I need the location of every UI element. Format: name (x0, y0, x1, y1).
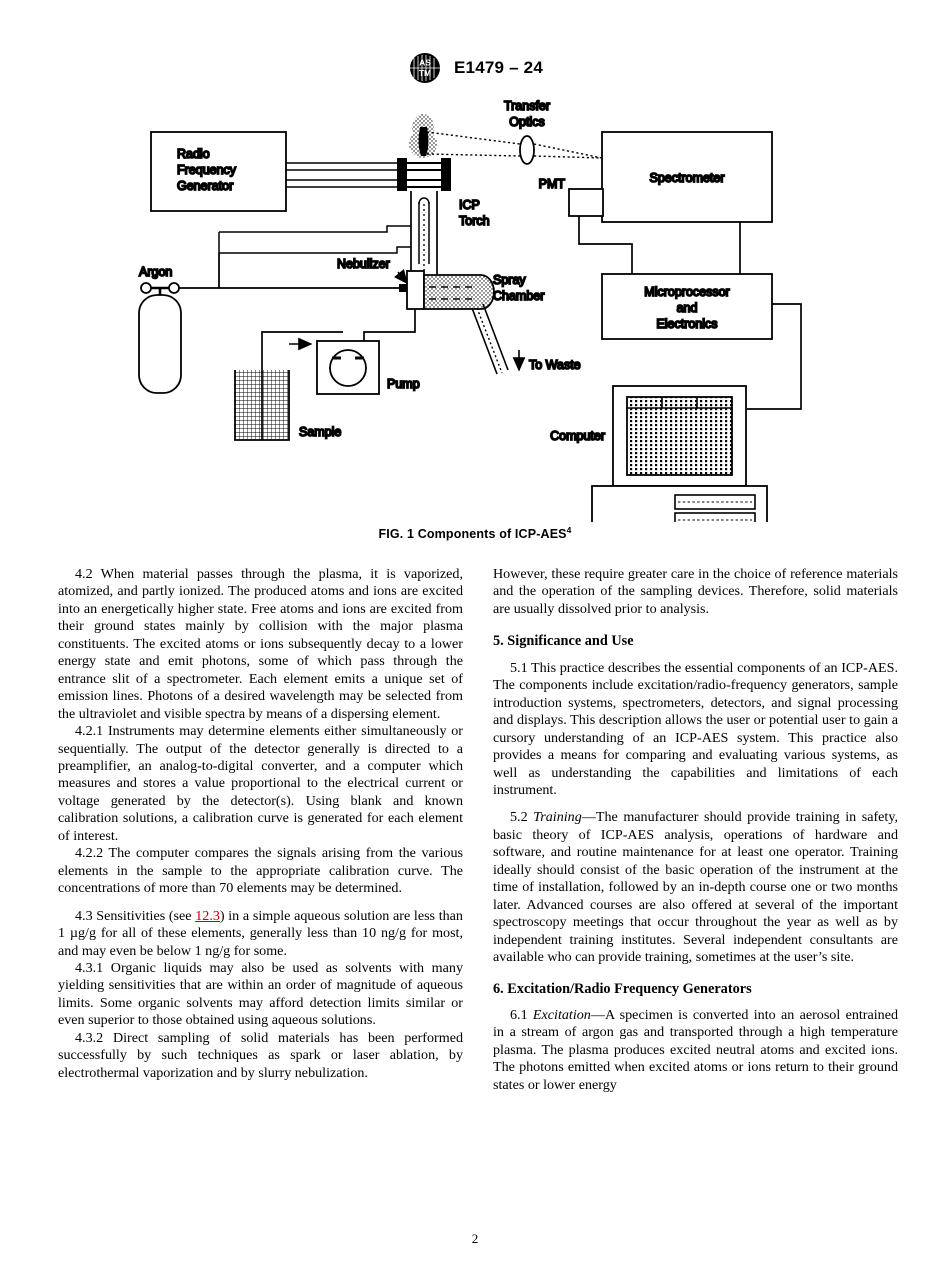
svg-text:AS: AS (419, 58, 431, 68)
paragraph-5-2-term: Training (533, 809, 582, 826)
sample-label: Sample (299, 425, 341, 439)
rf-generator-label-line1: Radio (177, 147, 210, 161)
paragraph-4-3-1: 4.3.1 Organic liquids may also be used a… (58, 959, 463, 1029)
icp-torch-label-line1: ICP (459, 198, 480, 212)
microprocessor-box (601, 273, 773, 340)
computer-label: Computer (550, 429, 605, 443)
rf-generator-box (150, 131, 287, 212)
icp-torch-label-line2: Torch (459, 214, 490, 228)
pmt-label: PMT (539, 177, 566, 191)
paragraph-4-3: 4.3 Sensitivities (see 12.3) in a simple… (58, 908, 463, 960)
spray-chamber-label-line1: Spray (493, 273, 526, 287)
astm-logo-icon: AS TM (410, 53, 441, 83)
figure-caption-text: FIG. 1 Components of ICP-AES (378, 527, 567, 542)
heading-section-5: 5. Significance and Use (493, 633, 634, 650)
paragraph-4-2-1: 4.2.1 Instruments may determine elements… (58, 723, 463, 844)
pmt-box (568, 188, 604, 217)
paragraph-5-2: 5.2 Training—The manufacturer should pro… (493, 809, 898, 966)
spectrometer-box (601, 131, 773, 223)
standard-designation: E1479 – 24 (454, 58, 543, 77)
paragraph-6-1: 6.1 Excitation—A specimen is converted i… (493, 1007, 898, 1094)
argon-cylinder (138, 294, 182, 394)
figure-caption-footnote-marker: 4 (566, 525, 572, 535)
cross-reference-12-3[interactable]: 12.3 (195, 907, 220, 924)
page-number: 2 (471, 1231, 479, 1246)
nebulizer-body (406, 270, 425, 310)
paragraph-4-3-part1: 4.3 Sensitivities (see (75, 907, 196, 924)
paragraph-5-1: 5.1 This practice describes the essentia… (493, 659, 898, 798)
argon-label: Argon (139, 265, 172, 279)
microprocessor-label-line3: Electronics (656, 317, 717, 331)
paragraph-continued: However, these require greater care in t… (493, 566, 898, 617)
paragraph-6-1-body: —A specimen is converted into an aerosol… (493, 1006, 899, 1093)
spectrometer-label: Spectrometer (649, 171, 724, 185)
transfer-optics-label-line1: Transfer (504, 99, 550, 113)
rf-generator-label-line2: Frequency (177, 163, 237, 177)
icp-aes-schematic: Radio Frequency Generator Spectrometer P… (138, 98, 802, 522)
figure-caption: FIG. 1 Components of ICP-AES4 (0, 525, 950, 541)
computer-screen (626, 396, 733, 476)
rf-generator-label-line3: Generator (177, 179, 233, 193)
right-column: However, these require greater care in t… (493, 566, 898, 1094)
microprocessor-label-line1: Microprocessor (644, 285, 729, 299)
transfer-optics-label-line2: Optics (509, 115, 544, 129)
left-column: 4.2 When material passes through the pla… (58, 566, 463, 1094)
pump-label: Pump (387, 377, 420, 391)
page-header: AS TM E1479 – 24 (0, 52, 950, 84)
paragraph-4-3-2: 4.3.2 Direct sampling of solid materials… (58, 1029, 463, 1081)
paragraph-5-2-body: —The manufacturer should provide trainin… (493, 809, 898, 966)
spray-chamber-label-line2: Chamber (493, 289, 544, 303)
heading-section-6: 6. Excitation/Radio Frequency Generators (493, 980, 752, 997)
body-columns: 4.2 When material passes through the pla… (58, 566, 898, 1094)
to-waste-label: To Waste (529, 358, 581, 372)
spray-chamber-body (423, 274, 495, 310)
nebulizer-label: Nebulizer (337, 257, 390, 271)
paragraph-4-2-2: 4.2.2 The computer compares the signals … (58, 845, 463, 897)
transfer-optics-lens (519, 135, 535, 165)
microprocessor-label-line2: and (677, 301, 698, 315)
paragraph-5-2-number: 5.2 (510, 809, 534, 826)
svg-text:TM: TM (419, 68, 431, 78)
paragraph-4-2: 4.2 When material passes through the pla… (58, 566, 463, 722)
paragraph-6-1-number: 6.1 (510, 1006, 533, 1023)
figure-icp-aes-diagram: Radio Frequency Generator Spectrometer P… (0, 92, 950, 522)
paragraph-6-1-term: Excitation (532, 1006, 591, 1023)
paragraph-4-3-part2: ) in a simple aqueous solution are less … (58, 907, 463, 959)
